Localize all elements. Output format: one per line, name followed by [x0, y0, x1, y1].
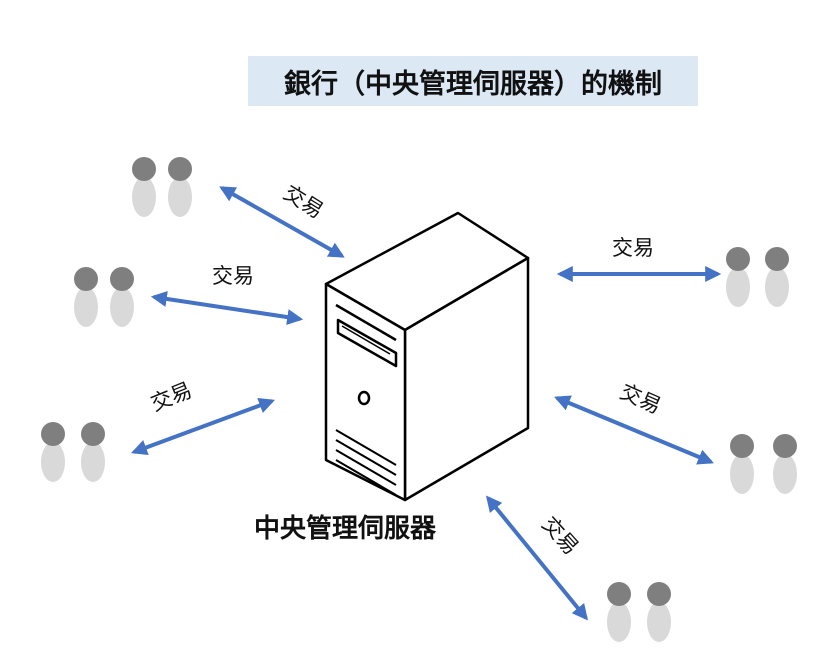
person-icon	[726, 247, 750, 307]
arrow-lower-left	[130, 397, 276, 456]
user-pair-bottom	[607, 582, 671, 642]
person-icon	[647, 582, 671, 642]
person-icon	[81, 422, 105, 482]
transaction-label-upper-right: 交易	[612, 236, 654, 260]
user-pair-mid-left	[74, 267, 134, 327]
person-icon	[765, 247, 789, 307]
person-icon	[41, 422, 65, 482]
arrow-upper-left	[219, 186, 345, 258]
person-icon	[74, 267, 98, 327]
arrows	[130, 186, 722, 621]
person-icon	[132, 157, 156, 217]
person-icon	[730, 434, 754, 494]
arrow-mid-right	[554, 395, 714, 465]
user-pair-upper-right	[726, 247, 789, 307]
person-icon	[110, 267, 134, 327]
person-icon	[773, 434, 797, 494]
server-label: 中央管理伺服器	[253, 514, 436, 544]
user-pair-mid-right	[730, 434, 797, 494]
user-pair-upper-left	[132, 157, 192, 217]
person-icon	[168, 157, 192, 217]
transaction-label-mid-left: 交易	[212, 264, 254, 288]
arrow-bottom	[485, 495, 589, 621]
user-pair-lower-left	[41, 422, 105, 482]
person-icon	[607, 582, 631, 642]
arrow-mid-left	[150, 290, 304, 326]
diagram-title: 銀行（中央管理伺服器）的機制	[248, 56, 698, 106]
server-tower-icon	[324, 211, 530, 502]
